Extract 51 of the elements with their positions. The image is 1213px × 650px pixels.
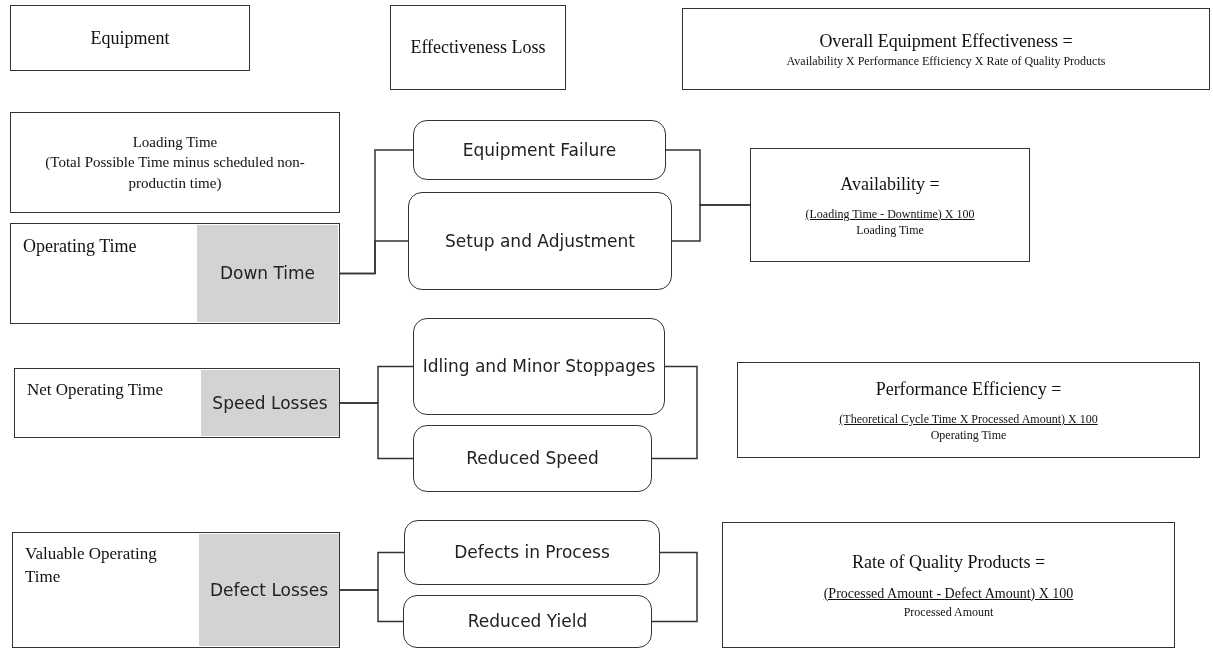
info-box [682,8,1210,90]
info-box [14,368,340,438]
loss-box [197,225,338,322]
box-title: Availability = [839,172,941,196]
loss-box [201,370,339,436]
box-title: Equipment Failure [462,138,617,162]
box-title: Rate of Quality Products = [850,551,1047,575]
connector-line [651,365,698,460]
box-title: Operating Time [23,235,137,258]
info-box [390,5,566,90]
box-text: (Total Possible Time minus scheduled non-productin time) [44,153,306,193]
box-title: Performance Efficiency = [874,377,1063,401]
loss-category-box [413,425,652,492]
formula-denominator: Loading Time [855,222,925,239]
connector-line [651,551,698,623]
box-title: Equipment [89,26,171,50]
loss-category-box [404,520,660,585]
connector-line [338,589,404,623]
formula-denominator: Operating Time [929,427,1008,444]
box-title: Defect Losses [210,578,328,602]
info-box [737,362,1200,458]
box-title: Overall Equipment Effectiveness = [818,29,1074,53]
info-box [750,148,1030,262]
info-box [722,522,1175,648]
box-title: Reduced Speed [466,447,599,471]
formula-denominator: Processed Amount [902,603,995,620]
box-title: Defects in Process [454,541,610,565]
box-text: Availability X Performance Efficiency X Rate of Quality Products [785,53,1107,70]
box-title: Reduced Yield [467,610,588,634]
box-title: Setup and Adjustment [445,229,635,253]
box-title: Down Time [219,262,316,286]
loss-category-box [403,595,652,648]
formula-numerator: (Theoretical Cycle Time X Processed Amount) X 100 [838,410,1099,428]
info-box [12,532,340,648]
formula-numerator: (Processed Amount - Defect Amount) X 100 [822,584,1075,603]
loss-category-box [413,120,666,180]
loss-box [199,534,339,646]
connector-line [671,204,751,242]
loss-category-box [408,192,672,290]
info-box [10,5,250,71]
connector-line [338,402,414,460]
loss-category-box [413,318,665,415]
box-title: Speed Losses [212,391,328,415]
box-title: Idling and Minor Stoppages [422,355,656,379]
box-title: Net Operating Time [27,379,163,401]
formula-numerator: (Loading Time - Downtime) X 100 [804,205,976,223]
box-title: Effectiveness Loss [409,36,547,60]
box-title: Valuable Operating Time [25,543,158,588]
box-title: Loading Time [131,133,219,153]
info-box [10,112,340,213]
info-box [10,223,340,324]
